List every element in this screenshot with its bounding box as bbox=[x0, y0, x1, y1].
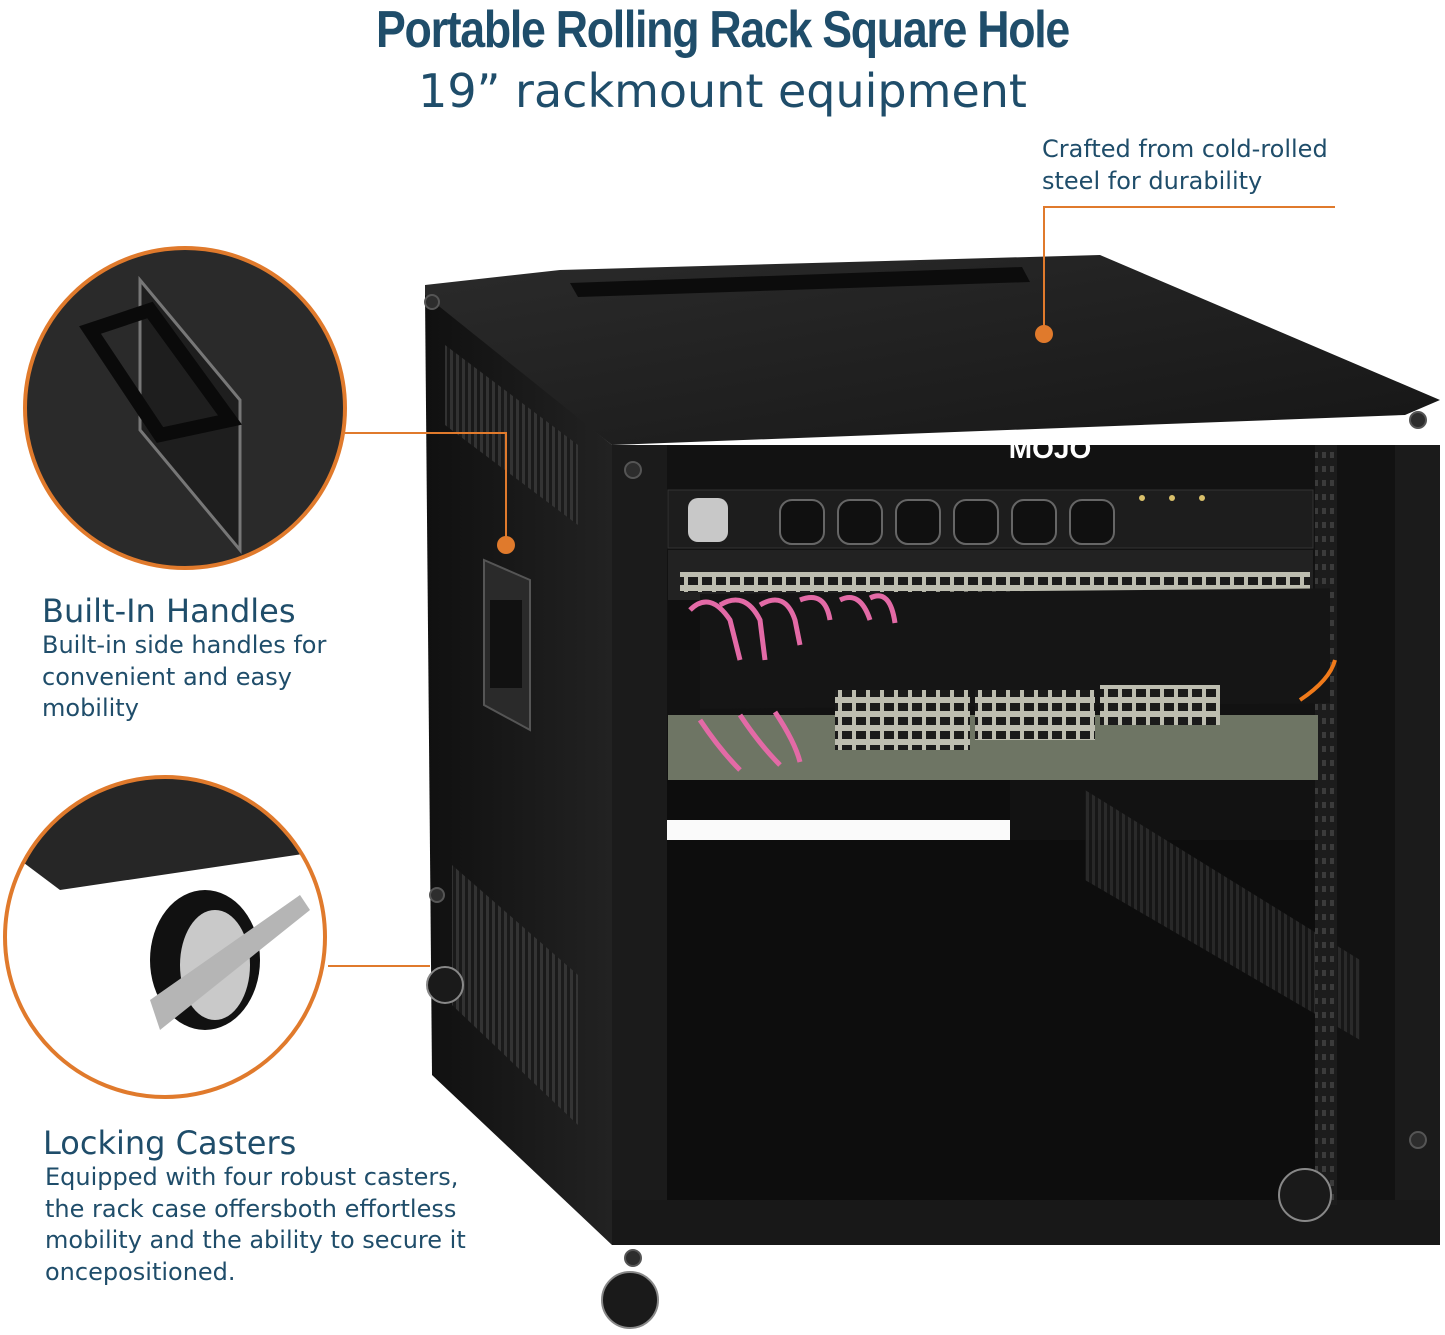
handle-detail-circle bbox=[23, 246, 347, 570]
pink-cables bbox=[688, 593, 898, 772]
network-switch bbox=[668, 685, 1318, 780]
steel-callout-line2: steel for durability bbox=[1042, 167, 1263, 195]
page-subtitle: 19” rackmount equipment bbox=[418, 64, 1027, 118]
power-strip bbox=[667, 489, 1314, 549]
casters-line3: mobility and the ability to secure it bbox=[45, 1226, 466, 1254]
handles-callout: Built-In Handles Built-in side handles f… bbox=[42, 592, 362, 725]
handles-line3: mobility bbox=[42, 694, 139, 722]
handles-heading: Built-In Handles bbox=[42, 592, 296, 630]
steel-callout: Crafted from cold-rolled steel for durab… bbox=[1042, 133, 1328, 197]
rack-side-panel bbox=[425, 295, 612, 1245]
callout-lines bbox=[328, 206, 1335, 967]
casters-callout: Locking Casters Equipped with four robus… bbox=[43, 1124, 503, 1288]
cable-manager bbox=[668, 588, 1330, 709]
caster-detail-circle bbox=[3, 775, 327, 1099]
steel-callout-line1: Crafted from cold-rolled bbox=[1042, 135, 1328, 163]
page-title: Portable Rolling Rack Square Hole bbox=[376, 1, 1070, 59]
callout-dots bbox=[497, 325, 1053, 554]
brand-logo: MOJO bbox=[1009, 433, 1091, 464]
casters-line2: the rack case offersboth effortless bbox=[45, 1194, 457, 1223]
casters-heading: Locking Casters bbox=[43, 1124, 297, 1162]
corner-bolts bbox=[424, 294, 1427, 1267]
caster-wheels bbox=[426, 966, 1332, 1329]
handles-line1: Built-in side handles for bbox=[42, 631, 327, 659]
rack-top bbox=[425, 255, 1440, 445]
handles-line2: convenient and easy bbox=[42, 662, 292, 691]
casters-line1: Equipped with four robust casters, bbox=[45, 1163, 459, 1191]
casters-line4: oncepositioned. bbox=[45, 1257, 236, 1286]
